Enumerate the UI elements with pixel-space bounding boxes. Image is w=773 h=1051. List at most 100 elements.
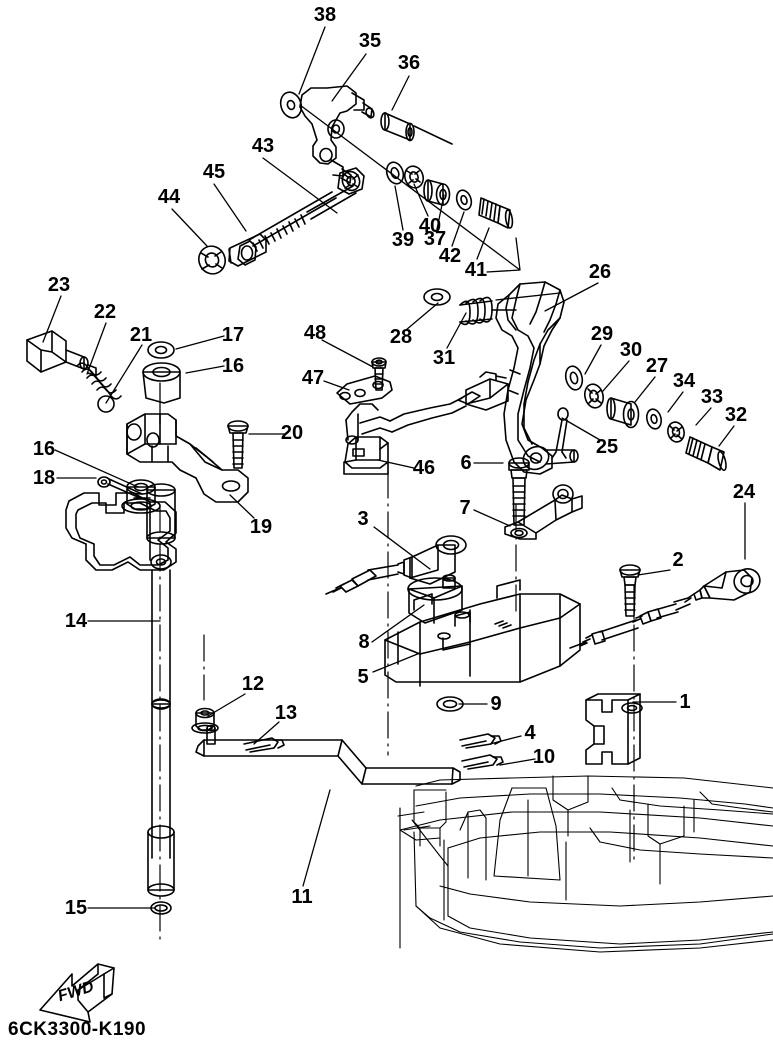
callout-16-lower[interactable]: 16 — [32, 438, 56, 460]
part-19-bracket-assembly — [126, 413, 249, 503]
callout-16[interactable]: 16 — [221, 355, 245, 377]
callout-24[interactable]: 24 — [732, 481, 756, 503]
callout-1[interactable]: 1 — [679, 691, 691, 713]
callout-46[interactable]: 46 — [412, 457, 436, 479]
part-48-bolt — [371, 357, 387, 391]
callout-35[interactable]: 35 — [358, 30, 382, 52]
part-26-shift-lever — [495, 281, 579, 475]
callout-38[interactable]: 38 — [313, 4, 337, 26]
part-9-washer — [436, 696, 464, 712]
alignment-axes — [159, 471, 635, 941]
callout-41[interactable]: 41 — [464, 259, 488, 281]
part-37-bushing — [423, 179, 451, 206]
callout-36[interactable]: 36 — [397, 52, 421, 74]
callout-18[interactable]: 18 — [32, 467, 56, 489]
part-29-washer — [564, 365, 584, 391]
part-28-washer — [423, 288, 451, 306]
callout-2[interactable]: 2 — [672, 549, 684, 571]
callout-10[interactable]: 10 — [532, 746, 556, 768]
part-32-bolt — [685, 436, 727, 472]
part-7-bracket — [504, 484, 583, 540]
callout-30[interactable]: 30 — [619, 339, 643, 361]
part-2-bolt — [619, 564, 641, 617]
callout-42[interactable]: 42 — [438, 245, 462, 267]
part-11-shift-link-rod — [195, 724, 461, 785]
part-40-lock-washer — [403, 165, 425, 189]
callout-29[interactable]: 29 — [590, 323, 614, 345]
part-22-spring — [76, 362, 122, 400]
callout-15[interactable]: 15 — [64, 897, 88, 919]
part-36-collar — [380, 112, 453, 145]
part-47-plate — [336, 375, 393, 405]
part-4-clip — [459, 733, 502, 749]
part-31-spring — [459, 296, 517, 326]
part-42-washer — [455, 189, 473, 211]
callout-34[interactable]: 34 — [672, 370, 696, 392]
callout-33[interactable]: 33 — [700, 386, 724, 408]
leader-lines — [42, 26, 746, 909]
callout-6[interactable]: 6 — [460, 452, 472, 474]
callout-12[interactable]: 12 — [241, 673, 265, 695]
callout-47[interactable]: 47 — [301, 367, 325, 389]
callout-25[interactable]: 25 — [595, 436, 619, 458]
callout-9[interactable]: 9 — [490, 693, 502, 715]
callout-27[interactable]: 27 — [645, 355, 669, 377]
wire-harness-connector — [359, 371, 509, 435]
part-17-washer — [147, 341, 175, 359]
callout-21[interactable]: 21 — [129, 324, 153, 346]
part-14-shift-rod — [147, 569, 175, 897]
callout-28[interactable]: 28 — [389, 326, 413, 348]
callout-31[interactable]: 31 — [432, 347, 456, 369]
part-12-bushing — [191, 707, 219, 734]
callout-19[interactable]: 19 — [249, 516, 273, 538]
part-44-rod-end — [198, 233, 267, 275]
callout-4[interactable]: 4 — [524, 722, 536, 744]
part-27-pivot-bolt — [606, 397, 640, 429]
part-20-bolt — [227, 420, 249, 469]
part-8-damper — [407, 574, 463, 624]
part-43-rod-end-joint — [337, 167, 365, 195]
part-39-washer — [385, 161, 405, 185]
part-41-bolt — [478, 197, 514, 229]
callout-32[interactable]: 32 — [724, 404, 748, 426]
callout-5[interactable]: 5 — [357, 666, 369, 688]
part-30-lock-washer — [583, 383, 605, 409]
throttle-cam-plate — [65, 483, 177, 571]
part-45-nut — [237, 240, 257, 266]
callout-14[interactable]: 14 — [64, 610, 88, 632]
part-16-bushing-upper — [142, 362, 181, 404]
part-3-cable-end-joint — [325, 535, 467, 595]
part-21-ball — [97, 395, 115, 413]
callout-45[interactable]: 45 — [202, 161, 226, 183]
callout-23[interactable]: 23 — [47, 274, 71, 296]
callout-3[interactable]: 3 — [357, 508, 369, 530]
part-10-clip — [461, 754, 504, 770]
callout-17[interactable]: 17 — [221, 324, 245, 346]
callout-37[interactable]: 37 — [423, 228, 447, 250]
part-1-cable-bracket — [585, 693, 643, 765]
part-25-cotter-pin — [551, 407, 569, 459]
engine-cowling — [397, 775, 773, 953]
callout-8[interactable]: 8 — [358, 631, 370, 653]
callout-11[interactable]: 11 — [291, 886, 313, 908]
callout-26[interactable]: 26 — [588, 261, 612, 283]
part-43-threaded-rod — [248, 185, 357, 252]
callout-40[interactable]: 40 — [418, 215, 442, 237]
part-33-lock-washer — [667, 421, 685, 443]
part-46-cable-clamp — [343, 403, 389, 475]
part-24-cable-joint — [569, 568, 761, 649]
forward-direction-arrow — [39, 963, 115, 1023]
callout-39[interactable]: 39 — [391, 229, 415, 251]
part-35-bracket-arm — [299, 85, 375, 184]
callout-13[interactable]: 13 — [274, 702, 298, 724]
callout-43[interactable]: 43 — [251, 135, 275, 157]
callout-44[interactable]: 44 — [157, 186, 181, 208]
callout-48[interactable]: 48 — [303, 322, 327, 344]
part-34-washer — [645, 408, 663, 430]
callout-22[interactable]: 22 — [93, 301, 117, 323]
callout-20[interactable]: 20 — [280, 422, 304, 444]
callout-7[interactable]: 7 — [459, 497, 471, 519]
part-5-throttle-lever-body — [384, 579, 581, 687]
